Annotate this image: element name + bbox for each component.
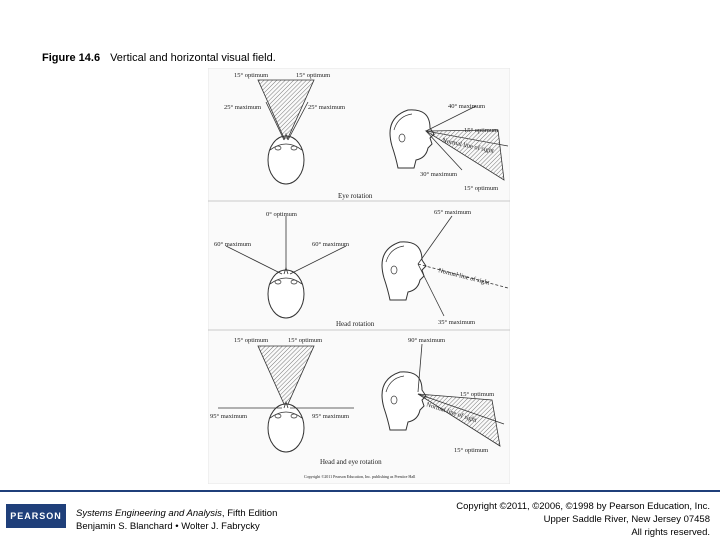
- fine-print: Copyright ©2011 Pearson Education, Inc. …: [304, 474, 416, 480]
- pearson-logo: PEARSON: [6, 504, 66, 528]
- figure-caption: Vertical and horizontal visual field.: [110, 52, 276, 64]
- label-down-max: 30° maximum: [420, 171, 457, 178]
- panel-head-eye-rotation: 15° optimum 15° optimum 95° maximum 95° …: [210, 337, 505, 466]
- max-line-right: [289, 245, 347, 275]
- label-up-max: 40° maximum: [448, 103, 485, 110]
- line-of-sight: [417, 393, 505, 425]
- caption-eye-rotation: Eye rotation: [338, 192, 373, 200]
- book-title-italic: Systems Engineering and Analysis: [76, 508, 222, 519]
- label-optimum-up: 15° optimum: [464, 127, 498, 134]
- caption-head-rotation: Head rotation: [336, 320, 375, 328]
- book-edition: , Fifth Edition: [221, 508, 278, 519]
- figure-number: Figure 14.6: [42, 52, 101, 64]
- line-of-sight: [417, 263, 509, 289]
- label-down-max: 35° maximum: [438, 319, 475, 326]
- copyright-line-3: All rights reserved.: [631, 527, 710, 538]
- slide-footer: PEARSON Systems Engineering and Analysis…: [0, 490, 720, 542]
- book-title: Systems Engineering and Analysis, Fifth …: [76, 508, 277, 519]
- label-up-max: 65° maximum: [434, 209, 471, 216]
- copyright-line-2: Upper Saddle River, New Jersey 07458: [543, 514, 710, 525]
- label-top-right-optimum: 15° optimum: [296, 72, 330, 79]
- label-left-max: 95° maximum: [210, 413, 247, 420]
- copyright-line-1: Copyright ©2011, ©2006, ©1998 by Pearson…: [456, 501, 710, 512]
- optimum-cone: [257, 79, 315, 139]
- label-optimum-up: 15° optimum: [460, 391, 494, 398]
- label-left-max: 25° maximum: [224, 104, 261, 111]
- caption-head-eye-rotation: Head and eye rotation: [320, 458, 382, 466]
- label-right-max: 60° maximum: [312, 241, 349, 248]
- label-right-max: 25° maximum: [308, 104, 345, 111]
- visual-field-diagram: 15° optimum 15° optimum 25° maximum 25° …: [208, 68, 510, 484]
- label-optimum-down: 15° optimum: [464, 185, 498, 192]
- optimum-sector: [417, 393, 501, 447]
- down-max-line: [425, 130, 463, 171]
- max-line-left: [225, 245, 283, 275]
- book-authors: Benjamin S. Blanchard • Wolter J. Fabryc…: [76, 521, 260, 532]
- label-left-max: 60° maximum: [214, 241, 251, 248]
- label-top-optimum: 0° optimum: [266, 211, 297, 218]
- up-max-line: [417, 215, 453, 265]
- label-top-left-optimum: 15° optimum: [234, 72, 268, 79]
- panel-head-rotation: 0° optimum 60° maximum 60° maximum 65° m…: [214, 209, 509, 328]
- optimum-cone: [257, 345, 315, 405]
- panel-eye-rotation: 15° optimum 15° optimum 25° maximum 25° …: [224, 72, 509, 200]
- label-optimum-down: 15° optimum: [454, 447, 488, 454]
- down-max-line: [417, 263, 445, 317]
- figure-title: Figure 14.6 Vertical and horizontal visua…: [42, 52, 276, 64]
- label-up-max: 90° maximum: [408, 337, 445, 344]
- up-max-line: [417, 343, 423, 393]
- label-top-right-optimum: 15° optimum: [288, 337, 322, 344]
- max-line-right: [287, 101, 309, 141]
- optimum-sector: [424, 129, 505, 181]
- max-line-left: [265, 101, 285, 141]
- head-side-view: [381, 371, 427, 431]
- label-top-left-optimum: 15° optimum: [234, 337, 268, 344]
- head-side-view: [389, 109, 435, 169]
- label-right-max: 95° maximum: [312, 413, 349, 420]
- copyright-notice: Copyright ©2011, ©2006, ©1998 by Pearson…: [456, 500, 710, 539]
- up-max-line: [425, 105, 477, 132]
